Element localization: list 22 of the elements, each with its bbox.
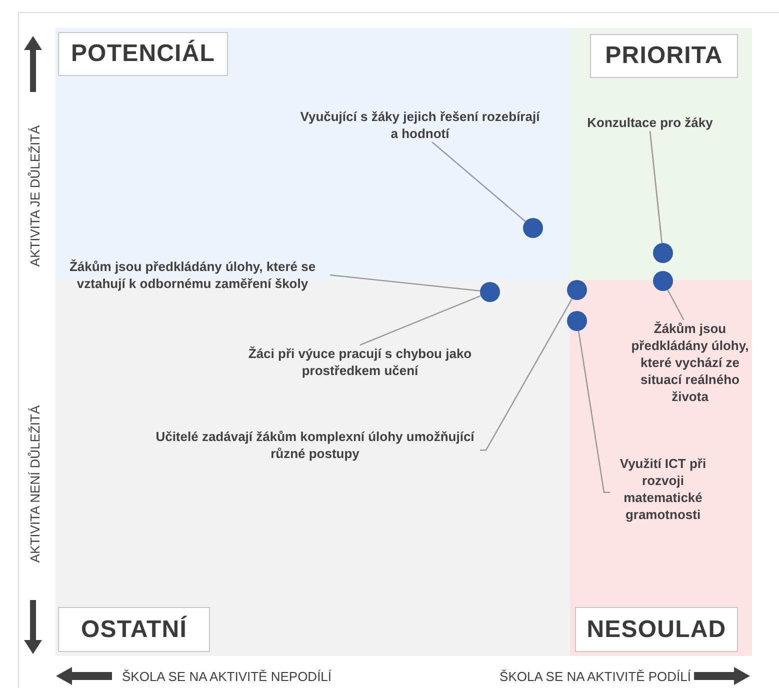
axis-label: ŠKOLA SE NA AKTIVITĚ NEPODÍLÍ [122, 668, 332, 686]
quadrant-title: NESOULAD [575, 607, 738, 652]
leader-line [360, 295, 481, 346]
leader-line [480, 298, 573, 451]
quadrant-title: OSTATNÍ [58, 607, 210, 652]
activity-label: Žákům jsou předkládány úlohy, které vychází ze situací reálného života [628, 320, 752, 405]
activity-label: Konzultace pro žáky [570, 114, 730, 131]
leader-line [432, 142, 526, 222]
axis-label: AKTIVITA JE DŮLEŽITÁ [26, 125, 44, 267]
activity-label: Učitelé zadávají žákům komplexní úlohy umožňující různé postupy [150, 428, 480, 462]
activity-label: Využití ICT při rozvoji matematické gramotnosti [610, 455, 716, 523]
leader-line [578, 330, 610, 494]
axis-label: ŠKOLA SE NA AKTIVITĚ PODÍLÍ [500, 668, 691, 686]
activity-label: Vyučující s žáky jejich řešení rozebírají a hodnotí [300, 108, 540, 142]
quadrant-title: POTENCIÁL [58, 32, 228, 76]
leader-line [667, 290, 684, 320]
quadrant-title: PRIORITA [590, 34, 738, 78]
activity-label: Žáci při výuce pracují s chybou jako prostředkem učení [230, 345, 490, 379]
leader-line [649, 130, 663, 244]
axis-label: AKTIVITA NENÍ DŮLEŽITÁ [26, 405, 44, 563]
leader-line [330, 274, 480, 292]
activity-label: Žákům jsou předkládány úlohy, které se vztahují k odbornému zaměření školy [55, 258, 330, 292]
